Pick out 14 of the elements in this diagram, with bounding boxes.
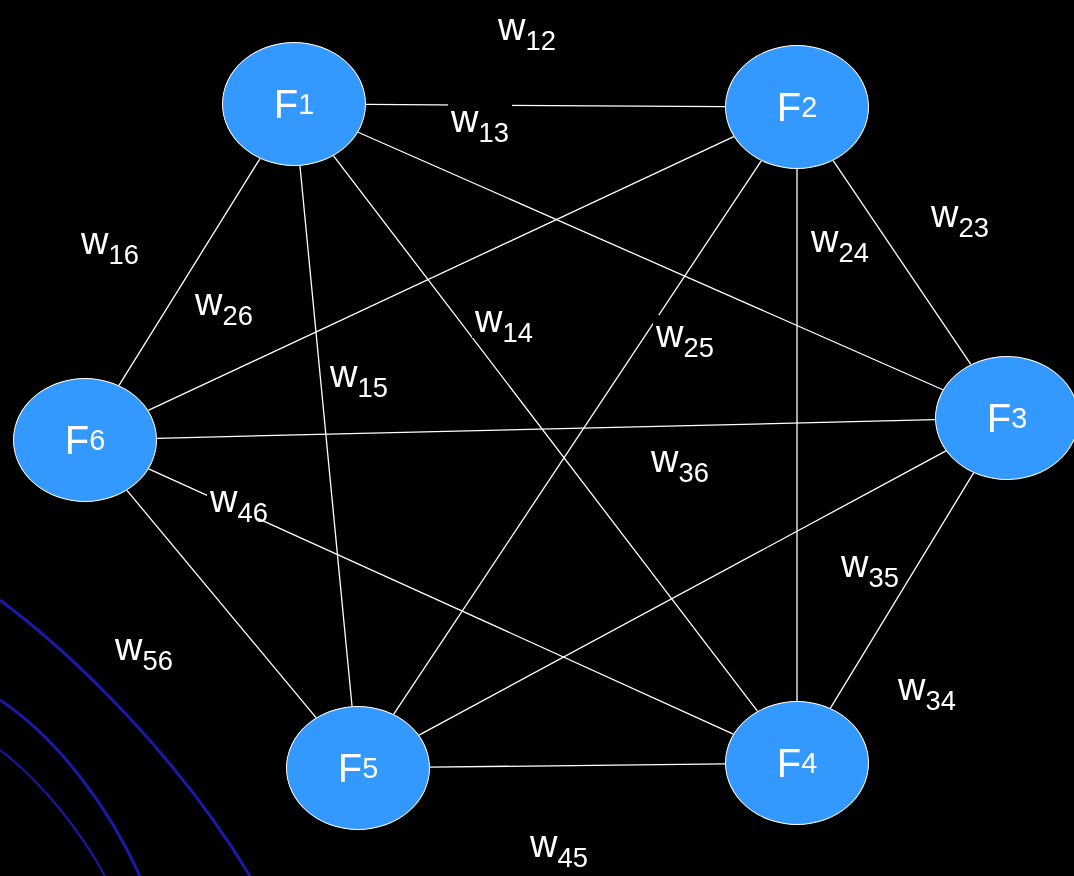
connector-line [393,160,762,715]
connector-line [829,472,975,709]
connector-line [148,468,734,735]
connector-line [418,450,947,736]
connector-line [357,131,944,391]
connector-line [832,159,972,366]
connector-line [299,165,353,707]
connector-line [332,155,759,712]
connector-line [147,135,735,412]
connector-line [796,168,798,702]
connector-line [126,489,317,719]
connector-line [118,158,261,386]
connector-line [156,419,936,439]
connector-line [429,763,726,768]
